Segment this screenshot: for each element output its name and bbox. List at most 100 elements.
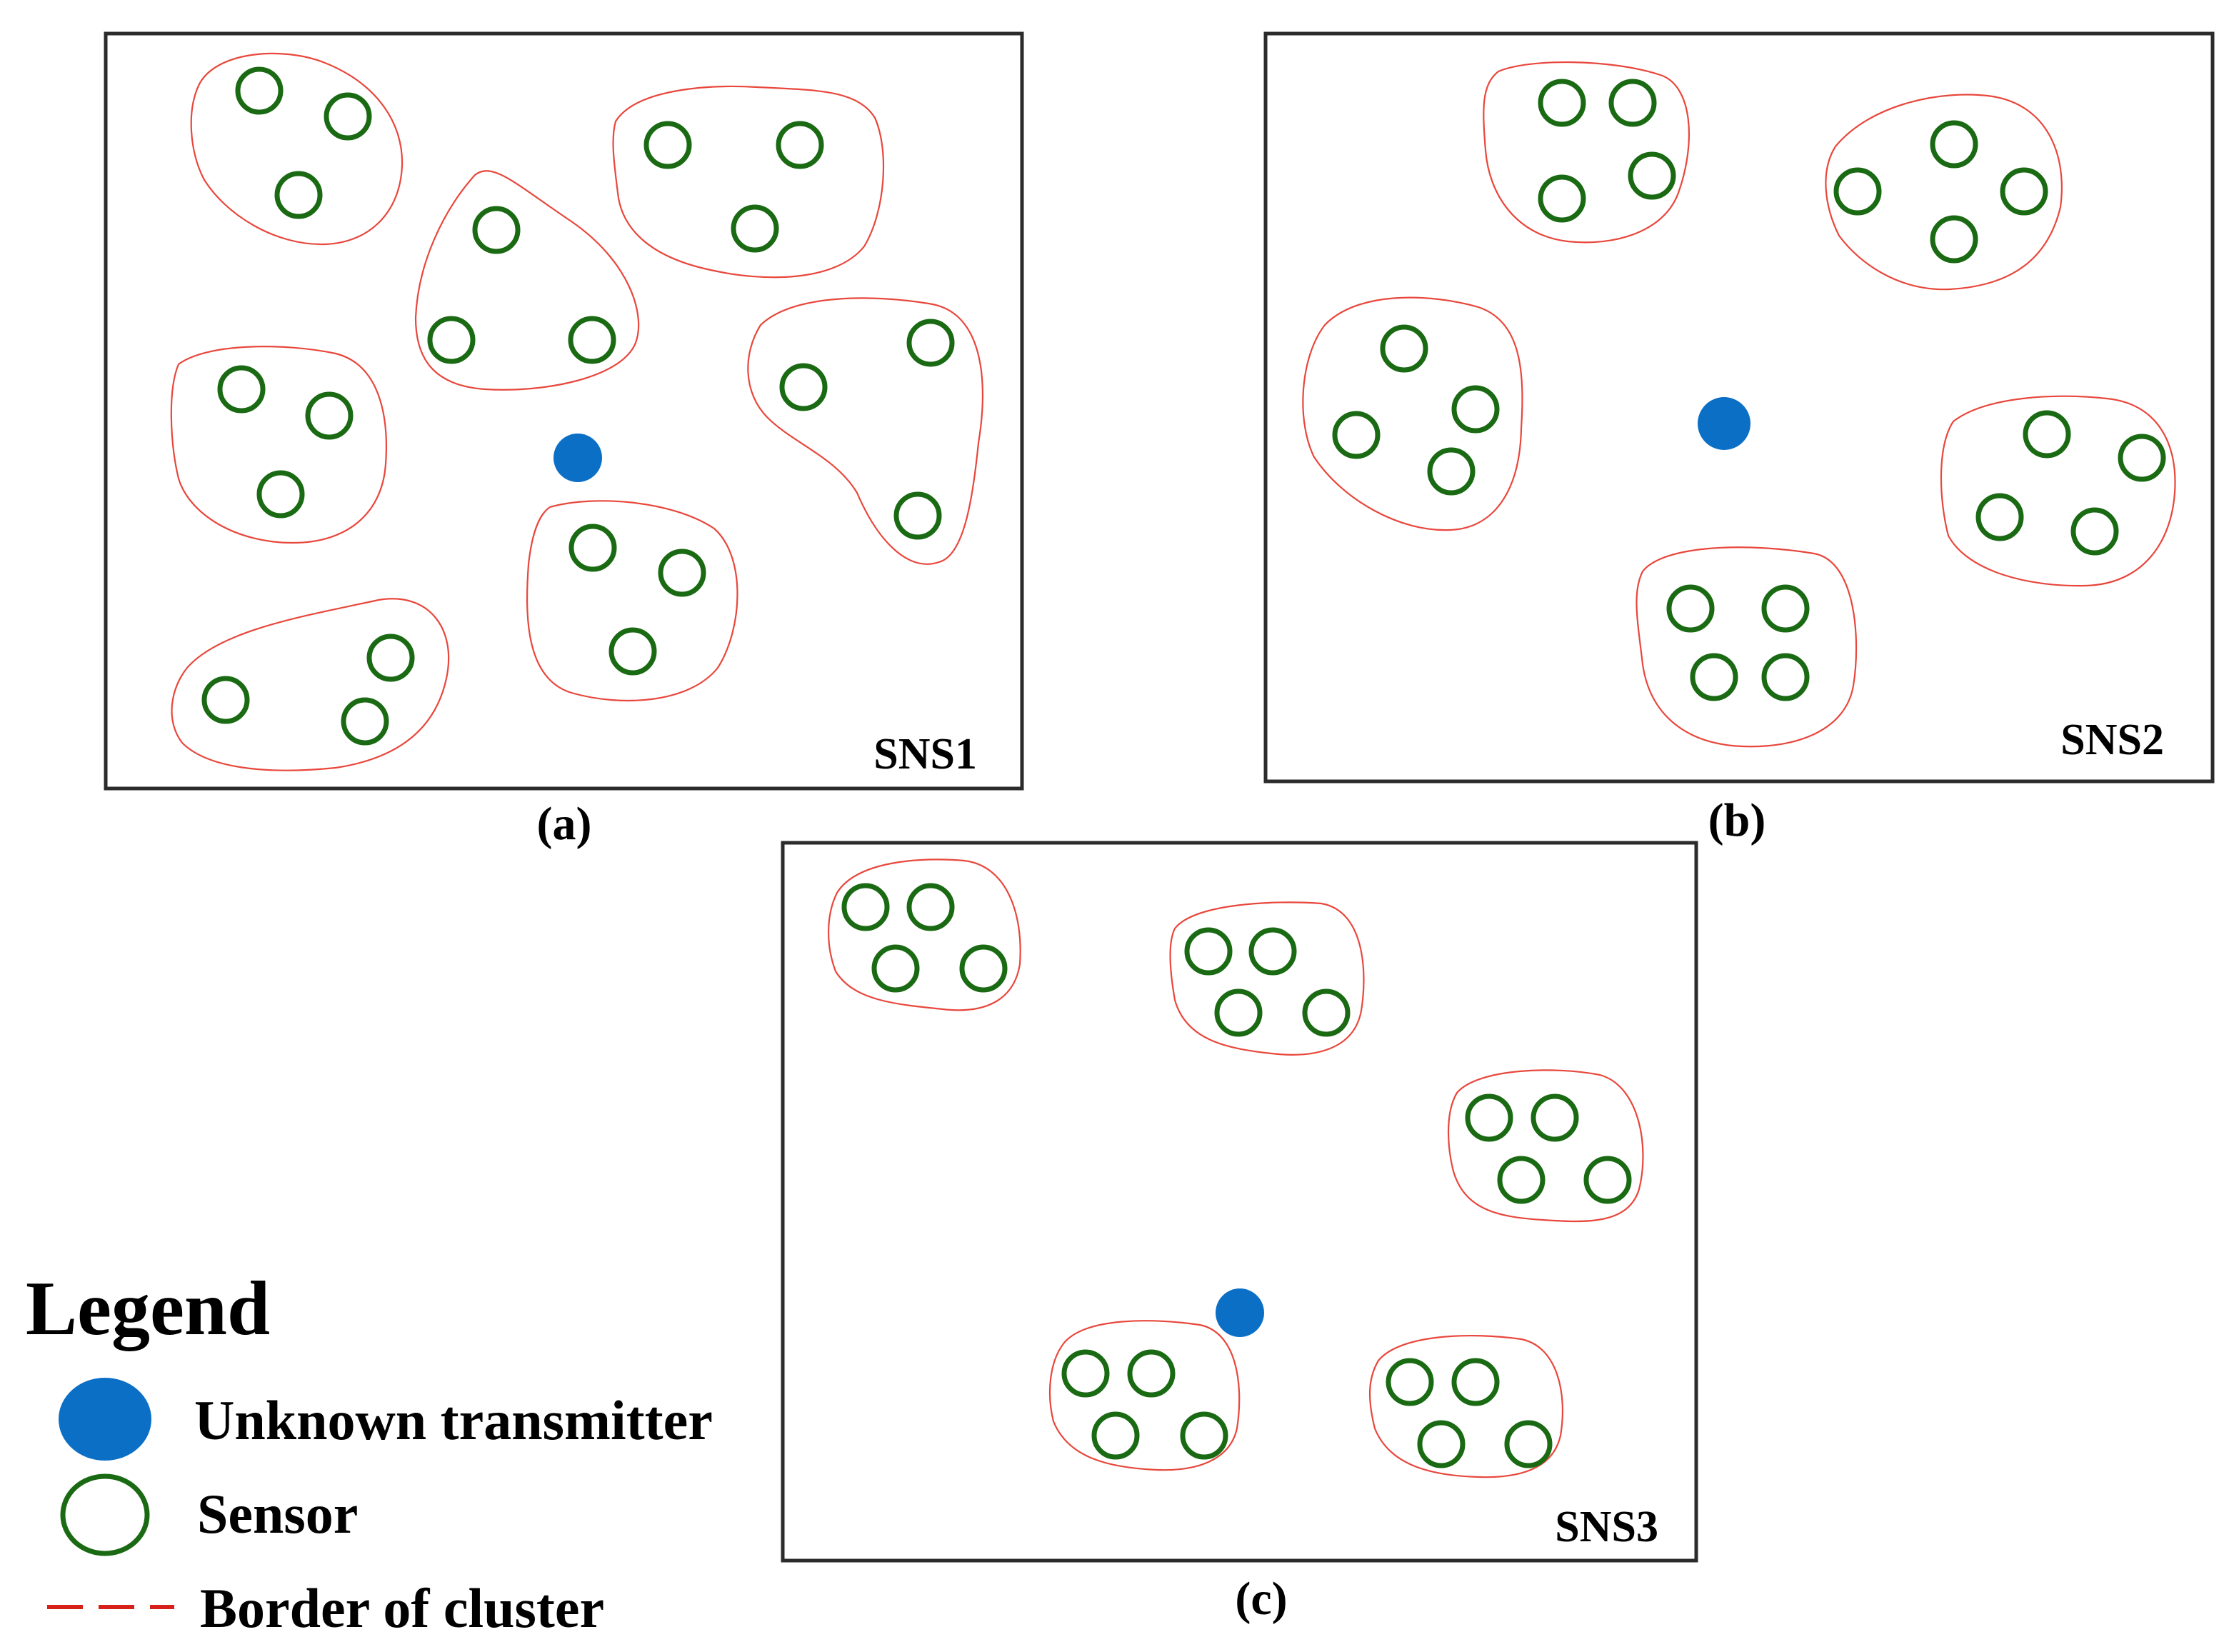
sensor-cluster xyxy=(190,52,404,246)
sensor-cluster xyxy=(1447,1069,1644,1223)
legend-title: Legend xyxy=(26,1266,270,1351)
sensor-icon xyxy=(256,470,305,519)
sensor-icon xyxy=(305,391,354,440)
sensor-icon xyxy=(841,883,890,931)
legend-label-transmitter: Unknown transmitter xyxy=(194,1389,713,1451)
sensor-icon xyxy=(2000,167,2048,216)
panel-b-clusters xyxy=(1302,61,2176,748)
legend-label-sensor: Sensor xyxy=(197,1483,358,1545)
sensor-icon xyxy=(1497,1156,1546,1204)
sensor-icon xyxy=(1091,1411,1140,1460)
panel-c-clusters xyxy=(827,858,1644,1478)
unknown-transmitter-icon xyxy=(1216,1288,1264,1337)
sensor-icon xyxy=(1417,1420,1466,1468)
sensor-icon xyxy=(1302,988,1351,1037)
sensor-cluster xyxy=(1636,546,1858,748)
sensor-cluster xyxy=(827,858,1021,1011)
transmitter-icon xyxy=(59,1378,151,1461)
sensor-icon xyxy=(2070,507,2119,556)
sensor-cluster xyxy=(612,85,885,279)
sensor-icon xyxy=(1975,493,2024,541)
sensor-icon xyxy=(217,365,266,414)
sensor-icon xyxy=(568,316,616,364)
panel-c-caption: (c) xyxy=(1235,1573,1287,1625)
sensor-icon xyxy=(959,944,1008,993)
sensor-cluster xyxy=(1169,901,1365,1056)
sensor-icon xyxy=(1690,653,1738,701)
unknown-transmitter-icon xyxy=(1698,397,1750,450)
sensor-icon xyxy=(427,316,476,364)
sensor-icon xyxy=(1930,215,1978,264)
sensor-icon xyxy=(906,883,955,931)
unknown-transmitter-icon xyxy=(554,434,602,482)
sensor-icon xyxy=(1061,1349,1110,1398)
cluster-border xyxy=(827,858,1021,1011)
sensor-icon xyxy=(1761,653,1810,701)
sensor-icon xyxy=(1184,927,1233,976)
sensor-cluster xyxy=(1368,1335,1563,1478)
sensor-icon xyxy=(1930,120,1978,169)
cluster-border xyxy=(1940,395,2176,587)
sensor-cluster xyxy=(1302,296,1523,531)
cluster-border xyxy=(414,170,640,391)
sensor-icon xyxy=(1180,1411,1228,1460)
sensor-icon xyxy=(906,319,955,367)
sensor-icon xyxy=(1465,1093,1513,1142)
panel-a-clusters xyxy=(170,52,984,771)
sensor-icon xyxy=(1538,79,1586,127)
panel-c-tag: SNS3 xyxy=(1555,1503,1658,1551)
sensor-icon xyxy=(658,549,706,597)
sensor-icon xyxy=(1628,151,1676,200)
sensor-icon xyxy=(871,944,920,993)
panel-a-tag: SNS1 xyxy=(873,730,977,779)
panel-c-frame xyxy=(781,841,1698,1563)
cluster-border xyxy=(612,85,885,279)
panel-b-caption: (b) xyxy=(1708,794,1766,846)
legend: Legend Unknown transmitter Sensor Border… xyxy=(26,1266,713,1639)
panel-b: SNS2 (b) xyxy=(1263,31,2215,846)
panel-b-tag: SNS2 xyxy=(2060,716,2164,764)
sensor-icon xyxy=(60,1473,150,1556)
cluster-border xyxy=(1302,296,1523,531)
sensor-cluster xyxy=(171,598,450,771)
cluster-border xyxy=(1483,61,1690,244)
sensor-icon xyxy=(1127,1349,1176,1398)
sensor-cluster xyxy=(1483,61,1690,244)
sensor-icon xyxy=(324,92,372,141)
sensor-icon xyxy=(1332,411,1381,459)
sensor-icon xyxy=(2023,410,2071,459)
sensor-icon xyxy=(1531,1093,1579,1142)
panel-c: SNS3 (c) xyxy=(781,841,1698,1625)
sensor-cluster xyxy=(526,500,738,701)
sensor-icon xyxy=(235,66,284,115)
sensor-icon xyxy=(568,524,617,572)
sensor-icon xyxy=(1248,927,1297,976)
sensor-icon xyxy=(274,171,323,219)
sensor-cluster xyxy=(170,346,387,544)
sensor-cluster xyxy=(1048,1320,1241,1471)
cluster-border xyxy=(1825,94,2063,291)
cluster-border xyxy=(1169,901,1365,1056)
sensor-icon xyxy=(472,206,521,254)
cluster-border xyxy=(1447,1069,1644,1223)
sensor-icon xyxy=(1427,447,1476,496)
legend-label-border: Border of cluster xyxy=(200,1577,604,1639)
sensor-icon xyxy=(1833,167,1882,216)
sensor-icon xyxy=(341,697,389,746)
sensor-icon xyxy=(2118,434,2166,482)
cluster-border xyxy=(170,346,387,544)
sensor-cluster xyxy=(414,170,640,391)
sensor-cluster xyxy=(747,297,984,565)
sensor-icon xyxy=(201,676,250,724)
sensor-icon xyxy=(643,121,692,169)
cluster-border xyxy=(1636,546,1858,748)
cluster-border xyxy=(1048,1320,1241,1471)
sensor-icon xyxy=(1666,584,1715,633)
sensor-cluster xyxy=(1940,395,2176,587)
sensor-icon xyxy=(1608,79,1657,127)
sensor-icon xyxy=(1538,174,1586,223)
cluster-border xyxy=(526,500,738,701)
panel-a-frame xyxy=(104,31,1024,791)
sensor-icon xyxy=(893,491,942,540)
sensor-icon xyxy=(776,121,824,169)
